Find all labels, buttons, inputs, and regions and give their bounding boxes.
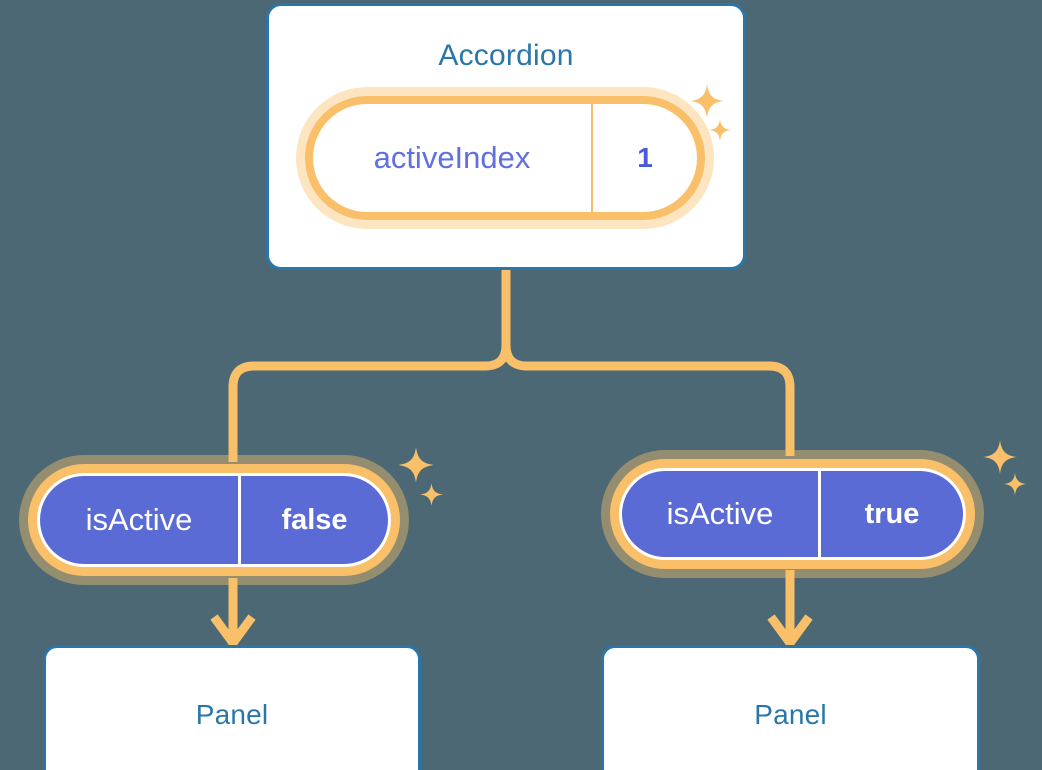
state-key-label: activeIndex <box>373 140 531 175</box>
panel-title: Panel <box>754 699 827 730</box>
state-pill-body: isActive false <box>37 473 391 567</box>
state-key-label: isActive <box>85 502 193 537</box>
state-pill-body: isActive true <box>619 468 966 560</box>
state-value-label: 1 <box>591 104 697 212</box>
component-card-panel-left[interactable]: Panel <box>43 645 421 770</box>
state-key-label: isActive <box>666 496 774 531</box>
sparkle-icon <box>398 447 434 483</box>
component-card-panel-right[interactable]: Panel <box>601 645 980 770</box>
state-pill-body: activeIndex 1 <box>313 104 697 212</box>
state-value-label: true <box>818 471 963 557</box>
accordion-title: Accordion <box>438 39 574 72</box>
sparkle-icon <box>1004 473 1026 495</box>
sparkle-icon <box>983 440 1017 474</box>
sparkle-icon <box>420 483 443 506</box>
state-pill-isactive-false[interactable]: isActive false <box>28 464 400 576</box>
panel-title: Panel <box>195 699 269 730</box>
state-pill-activeindex[interactable]: activeIndex 1 <box>305 96 705 220</box>
state-pill-isactive-true[interactable]: isActive true <box>610 459 975 569</box>
state-value-label: false <box>238 476 388 564</box>
